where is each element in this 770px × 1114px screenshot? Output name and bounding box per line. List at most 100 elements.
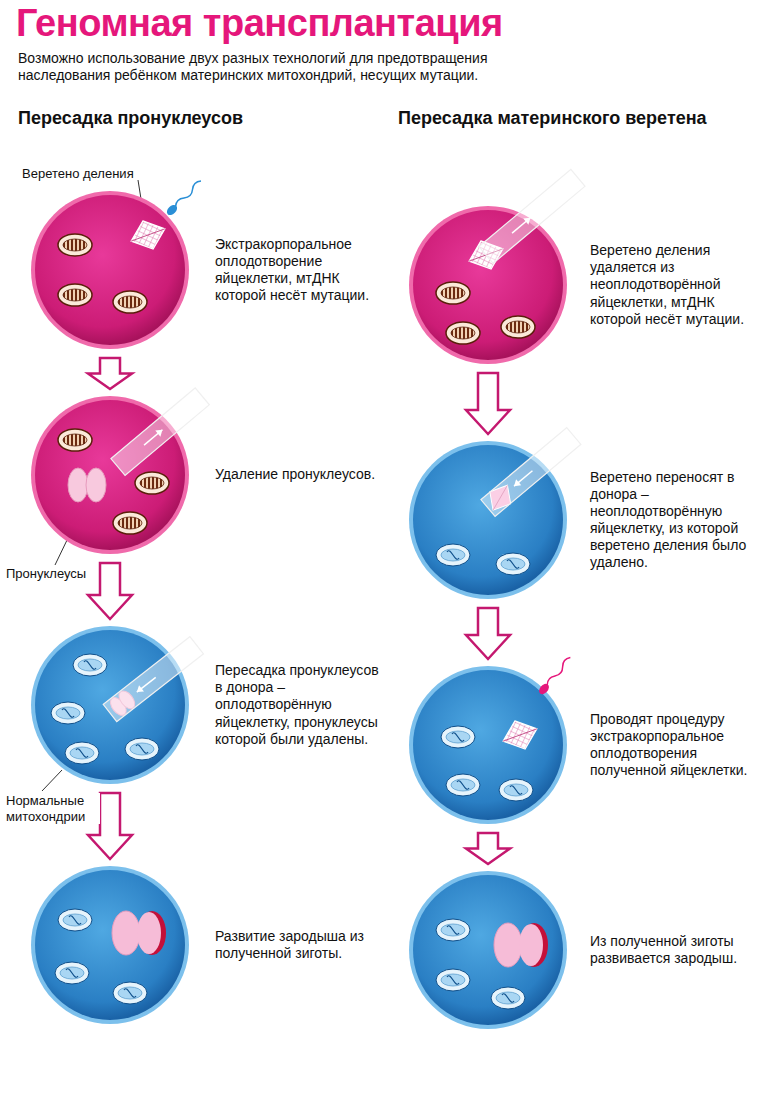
step-description: Пересадка пронуклеусов в донора – оплодо… xyxy=(215,662,380,747)
mitochondrion-cristae xyxy=(447,926,459,934)
mitochondrion-cristae xyxy=(507,560,519,568)
egg-cell xyxy=(30,395,190,555)
mitochondrion-inner xyxy=(118,987,142,999)
micropipette xyxy=(111,388,209,476)
figure xyxy=(494,923,548,967)
mitochondrion-cristae xyxy=(447,551,459,559)
mitochondrion-cristae xyxy=(506,321,530,333)
flow-arrow xyxy=(88,358,132,389)
figure xyxy=(496,553,530,575)
egg-cell-drawing xyxy=(30,190,190,350)
mitochondrion-cristae xyxy=(76,749,88,757)
figure xyxy=(103,637,203,722)
figure xyxy=(446,322,480,344)
figure xyxy=(113,512,147,534)
mitochondrion-outline xyxy=(501,316,535,338)
process-step: Удаление пронуклеусов. xyxy=(30,395,380,555)
mitochondrion-cristae xyxy=(452,733,464,741)
mitochondrion-inner xyxy=(446,731,470,743)
figure xyxy=(113,291,147,313)
step-description: Веретено переносят в донора – неоплодотв… xyxy=(590,469,758,571)
mitochondrion-outline xyxy=(65,742,99,764)
mitochondrion-outline xyxy=(58,909,92,931)
figure xyxy=(58,909,92,931)
mitochondrion-cristae xyxy=(63,289,87,301)
flow-arrow xyxy=(466,833,510,864)
mitochondrion-inner xyxy=(441,549,465,561)
figure xyxy=(126,215,170,256)
flow-arrow xyxy=(466,373,510,434)
mitochondrion-inner xyxy=(78,659,102,671)
figure xyxy=(441,726,475,748)
figure xyxy=(51,702,85,724)
egg-cell-drawing xyxy=(408,205,568,365)
sperm-head xyxy=(165,203,179,217)
mitochondrion-cristae xyxy=(62,709,74,717)
mitochondrion-cristae xyxy=(84,661,96,669)
mitochondrion-inner xyxy=(451,779,475,791)
mitochondrion-inner xyxy=(63,914,87,926)
process-step: Пересадка пронуклеусов в донора – оплодо… xyxy=(30,625,380,785)
mitochondrion-cristae xyxy=(124,989,136,997)
mitochondrion-inner xyxy=(496,992,520,1004)
egg-cell-outline xyxy=(409,206,567,364)
egg-cell xyxy=(408,440,568,600)
mitochondrion-inner xyxy=(501,558,525,570)
figure xyxy=(436,544,470,566)
mitochondrion-outline xyxy=(491,987,525,1009)
egg-cell xyxy=(30,865,190,1025)
mitochondrion-inner xyxy=(56,707,80,719)
mitochondrion-inner xyxy=(60,967,84,979)
step-description: Экстракорпоральное оплодотворение яйцекл… xyxy=(215,236,380,304)
egg-cell-outline xyxy=(409,871,567,1029)
zygote-cell xyxy=(138,911,166,955)
mitochondrion-inner xyxy=(70,747,94,759)
step-description: Удаление пронуклеусов. xyxy=(215,466,380,483)
mitochondrion-cristae xyxy=(451,327,475,339)
figure xyxy=(491,987,525,1009)
flow-arrow xyxy=(466,608,510,659)
mitochondrion-outline xyxy=(58,284,92,306)
zygote-cell xyxy=(137,912,161,954)
sperm-head xyxy=(537,682,551,696)
sperm-tail xyxy=(545,656,572,687)
egg-cell-body xyxy=(413,210,563,360)
egg-cell-drawing xyxy=(408,440,568,600)
spindle-axis xyxy=(131,229,165,241)
egg-cell-drawing xyxy=(30,865,190,1025)
column-heading: Пересадка пронуклеусов xyxy=(18,108,388,130)
mitochondrion-outline xyxy=(113,982,147,1004)
step-description: Развитие зародыша из полученной зиготы. xyxy=(215,928,380,962)
egg-cell-drawing xyxy=(30,395,190,555)
mitochondrion-outline xyxy=(125,738,159,760)
pipette-arrowhead xyxy=(523,215,533,225)
mitochondrion-outline xyxy=(496,553,530,575)
part-label: Нормальные митохондрии xyxy=(6,793,100,824)
mitochondrion-outline xyxy=(446,322,480,344)
mitochondrion-outline xyxy=(58,429,92,451)
micropipette xyxy=(481,428,581,517)
mitochondrion-outline xyxy=(436,919,470,941)
title: Геномная трансплантация xyxy=(16,2,503,45)
mitochondrion-cristae xyxy=(63,239,87,251)
process-step: Веретено деления удаляется из неоплодотв… xyxy=(408,205,758,365)
sperm-tail xyxy=(174,179,203,208)
figure xyxy=(113,982,147,1004)
mitochondrion-cristae xyxy=(69,916,81,924)
mitochondrion-outline xyxy=(446,774,480,796)
spindle-axis xyxy=(503,729,537,741)
mitochondrion-outline xyxy=(113,512,147,534)
column-heading: Пересадка материнского веретена xyxy=(398,108,768,130)
egg-cell-outline xyxy=(31,866,189,1024)
process-step: Веретено переносят в донора – неоплодотв… xyxy=(408,440,758,600)
step-description: Из полученной зиготы развивается зародыш… xyxy=(590,933,758,967)
figure xyxy=(436,919,470,941)
figure xyxy=(501,316,535,338)
spindle xyxy=(498,715,542,756)
pronucleus xyxy=(86,468,106,502)
subtitle: Возможно использование двух разных техно… xyxy=(18,50,558,84)
pipette-arrowhead xyxy=(511,479,521,489)
figure xyxy=(58,234,92,256)
mitochondrion-cristae xyxy=(136,745,148,753)
